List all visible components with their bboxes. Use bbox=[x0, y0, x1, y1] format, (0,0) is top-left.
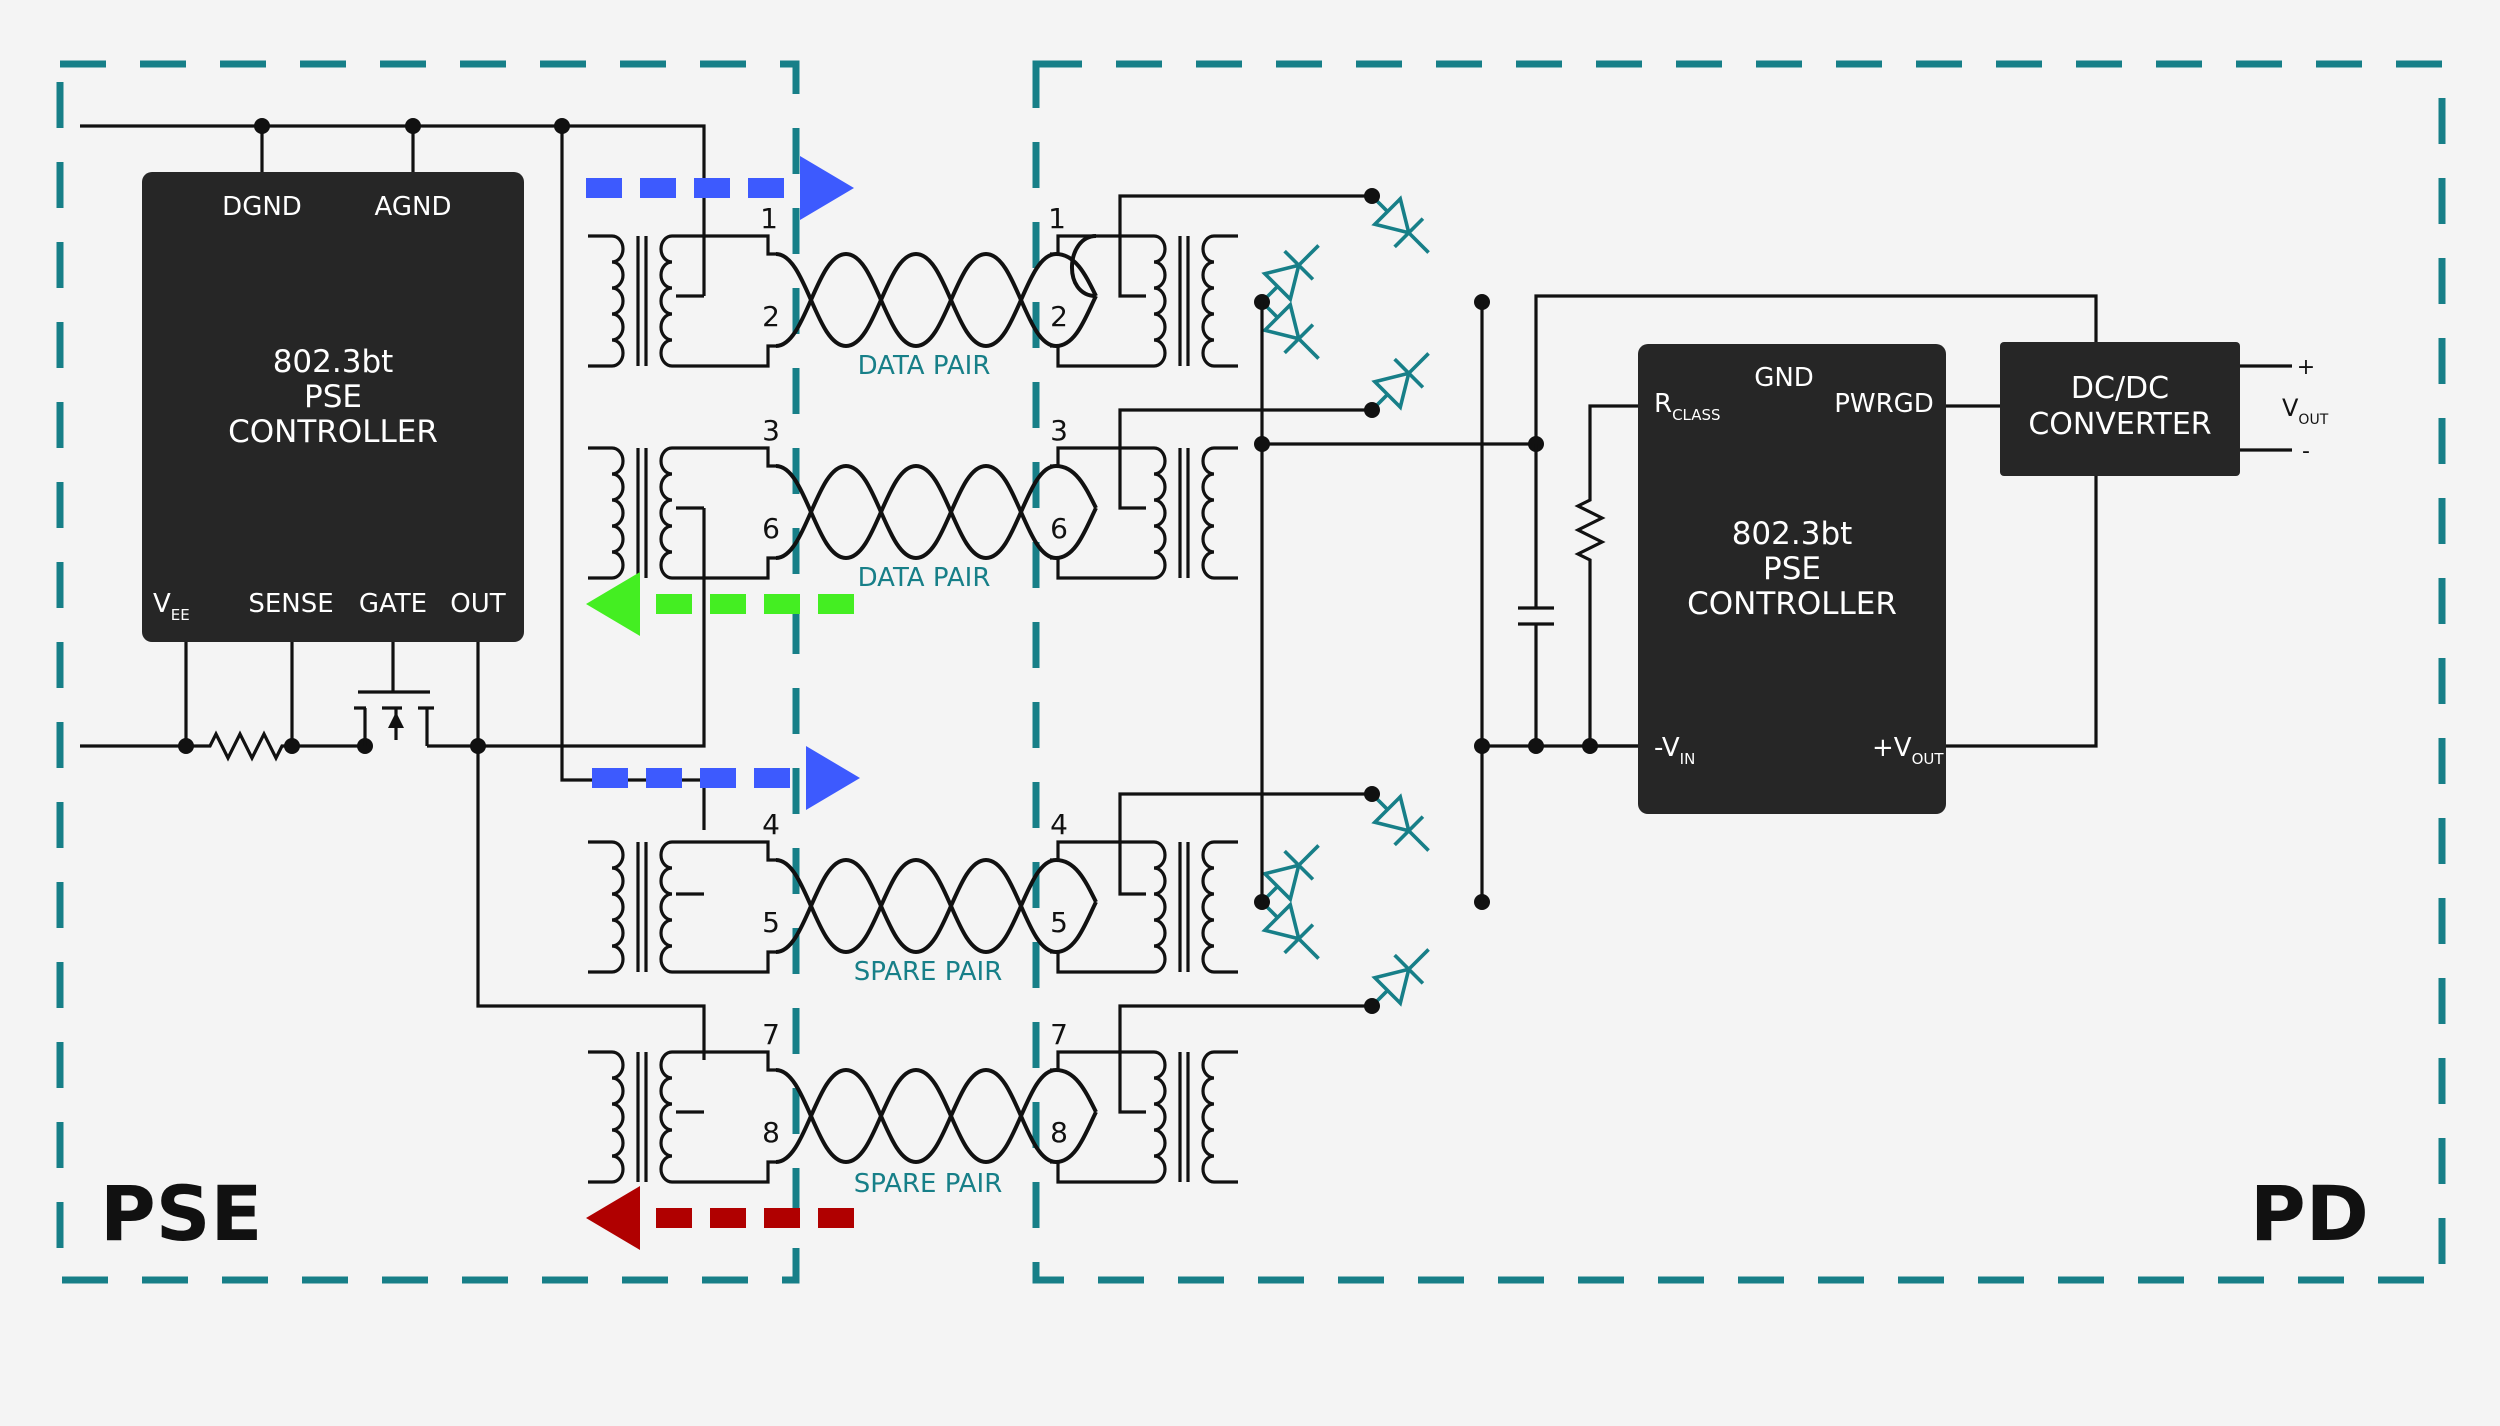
pd-pin-6: 6 bbox=[1050, 512, 1068, 545]
pse-pin-1: 1 bbox=[760, 202, 778, 235]
pd-controller-chip bbox=[1638, 344, 1946, 814]
pd-pin-7: 7 bbox=[1050, 1018, 1068, 1051]
pse-controller-title-3: CONTROLLER bbox=[228, 414, 438, 450]
pse-controller-chip bbox=[142, 172, 524, 642]
pd-pin-rclass: RCLASS bbox=[1654, 389, 1721, 424]
pd-pin-vin: -VIN bbox=[1654, 733, 1695, 768]
pse-pin-8: 8 bbox=[762, 1116, 780, 1149]
pd-boundary bbox=[1032, 60, 2446, 1284]
output-plus: + bbox=[2297, 355, 2315, 380]
pse-boundary bbox=[56, 60, 800, 1284]
arrow-pair-4 bbox=[586, 1186, 854, 1250]
pse-pin-4: 4 bbox=[762, 808, 780, 841]
converter-line-1: DC/DC bbox=[2071, 371, 2169, 406]
pse-pin-gate: GATE bbox=[359, 589, 427, 619]
pd-pin-2: 2 bbox=[1050, 300, 1068, 333]
sense-resistor bbox=[186, 730, 292, 762]
arrow-pair-1 bbox=[586, 156, 854, 220]
diode-bridge-1 bbox=[1246, 180, 1490, 426]
dcdc-converter bbox=[2000, 342, 2240, 476]
arrow-pair-2 bbox=[586, 572, 854, 636]
bulk-capacitor bbox=[1518, 444, 1554, 746]
pd-pin-1: 1 bbox=[1048, 202, 1066, 235]
pd-controller-title-1: 802.3bt bbox=[1732, 516, 1853, 552]
pse-pin-2: 2 bbox=[762, 300, 780, 333]
output-minus: - bbox=[2302, 439, 2310, 464]
pd-pin-vout: +VOUT bbox=[1872, 733, 1944, 768]
pd-pin-3: 3 bbox=[1050, 414, 1068, 447]
rclass-resistor bbox=[1574, 404, 1640, 746]
pse-pin-agnd: AGND bbox=[375, 192, 452, 222]
pd-controller-title-2: PSE bbox=[1763, 551, 1821, 587]
pse-pin-3: 3 bbox=[762, 414, 780, 447]
pd-pin-pwrgd: PWRGD bbox=[1834, 389, 1934, 419]
diode-bridge-2 bbox=[1246, 778, 1490, 1022]
pse-controller-title-1: 802.3bt bbox=[273, 344, 394, 380]
pd-pin-5: 5 bbox=[1050, 906, 1068, 939]
pse-pin-dgnd: DGND bbox=[222, 192, 302, 222]
pair-3-label: SPARE PAIR bbox=[854, 957, 1003, 987]
pass-mosfet bbox=[354, 642, 480, 748]
pse-controller-title-2: PSE bbox=[304, 379, 362, 415]
pse-region-label: PSE bbox=[100, 1169, 262, 1258]
pse-pin-sense: SENSE bbox=[248, 589, 333, 619]
pair-2-label: DATA PAIR bbox=[858, 563, 991, 593]
pair-1-label: DATA PAIR bbox=[858, 351, 991, 381]
pd-region-label: PD bbox=[2250, 1169, 2369, 1258]
pd-pin-4: 4 bbox=[1050, 808, 1068, 841]
pd-pin-gnd: GND bbox=[1754, 363, 1814, 393]
pse-pin-vee: VEE bbox=[153, 589, 190, 624]
pse-pin-6: 6 bbox=[762, 512, 780, 545]
pse-pin-5: 5 bbox=[762, 906, 780, 939]
output-vout-label: VOUT bbox=[2282, 394, 2329, 428]
arrow-pair-3 bbox=[592, 746, 860, 810]
converter-line-2: CONVERTER bbox=[2028, 407, 2211, 442]
pd-controller-title-3: CONTROLLER bbox=[1687, 586, 1897, 622]
pair-4-label: SPARE PAIR bbox=[854, 1169, 1003, 1199]
pd-pin-8: 8 bbox=[1050, 1116, 1068, 1149]
pse-pin-7: 7 bbox=[762, 1018, 780, 1051]
pse-pin-out: OUT bbox=[450, 589, 505, 619]
